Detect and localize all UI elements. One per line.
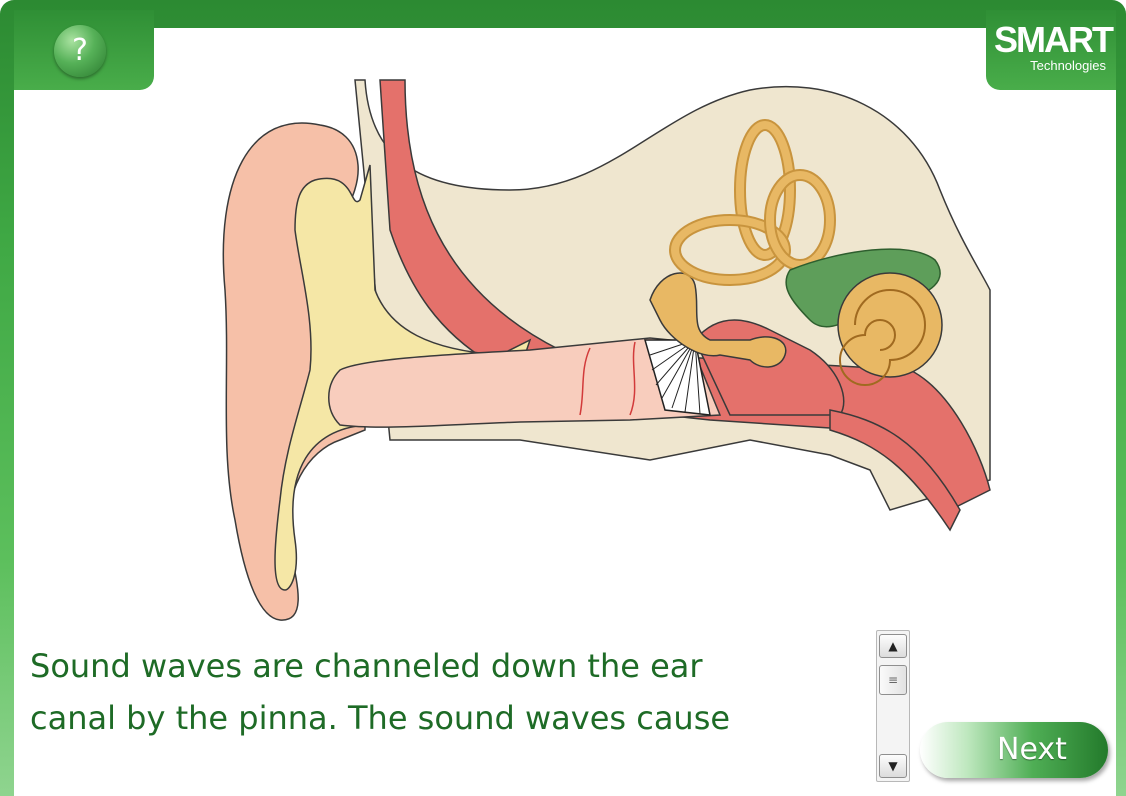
caption-text: Sound waves are channeled down the ear c… [30,640,850,744]
chevron-up-icon: ▲ [888,639,897,653]
caption-line: canal by the pinna. The sound waves caus… [30,692,850,744]
scroll-thumb[interactable]: ≡ [879,665,907,695]
ear-diagram [190,70,1000,630]
grip-icon: ≡ [888,673,898,687]
chevron-down-icon: ▼ [888,759,897,773]
next-button[interactable]: Next [920,722,1108,778]
caption-line: Sound waves are channeled down the ear [30,640,850,692]
logo-subtitle: Technologies [992,58,1112,73]
smart-logo: SMART Technologies [992,22,1112,73]
logo-brand: SMART [992,22,1112,58]
next-button-label: Next [997,732,1067,767]
help-icon: ? [72,33,88,68]
scroll-down-button[interactable]: ▼ [879,754,907,778]
scroll-up-button[interactable]: ▲ [879,634,907,658]
help-button[interactable]: ? [54,25,106,77]
caption-scrollbar[interactable]: ▲ ≡ ▼ [876,630,910,782]
